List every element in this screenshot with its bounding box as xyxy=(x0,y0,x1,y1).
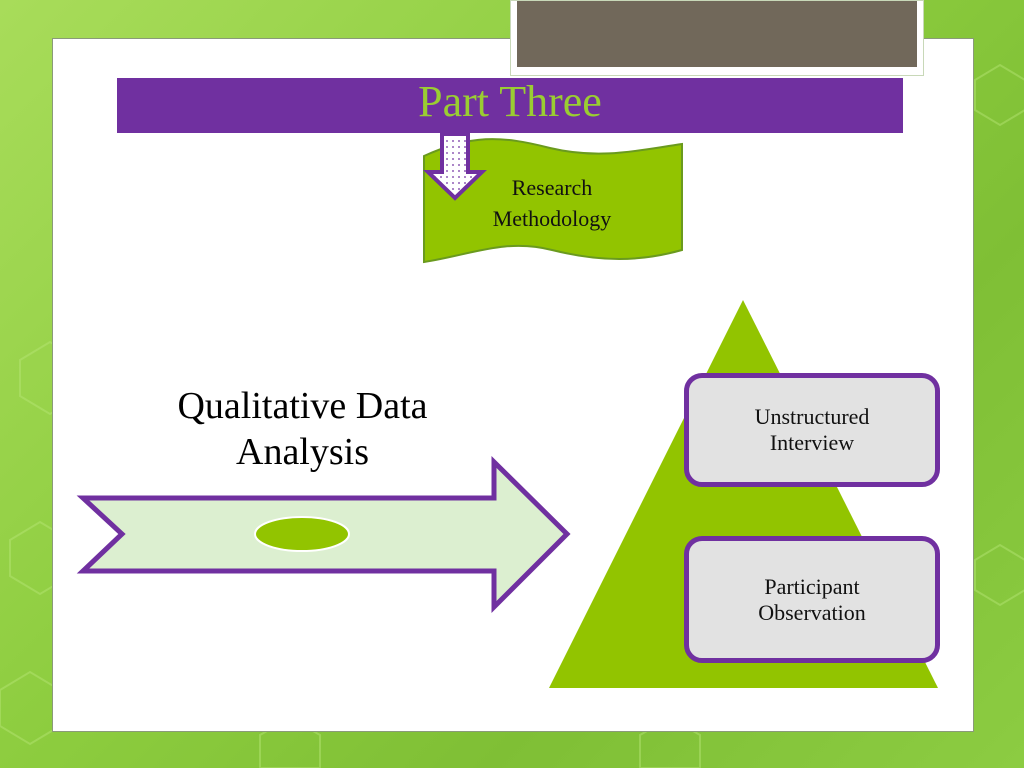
top-image-placeholder xyxy=(517,1,917,67)
oval-marker xyxy=(254,516,350,552)
top-image-frame xyxy=(510,0,924,76)
qualitative-data-analysis-label: Qualitative Data Analysis xyxy=(177,385,428,473)
research-methodology-label: Research Methodology xyxy=(492,175,612,231)
participant-observation-label: Participant Observation xyxy=(758,573,866,625)
unstructured-interview-label: Unstructured Interview xyxy=(754,404,870,455)
research-methodology-banner xyxy=(423,138,683,264)
slide-title: Part Three xyxy=(418,77,602,126)
participant-observation-box: Participant Observation xyxy=(684,536,940,663)
title-bar: Part Three xyxy=(117,78,903,133)
down-arrow xyxy=(423,132,487,201)
unstructured-interview-box: Unstructured Interview xyxy=(684,373,940,487)
